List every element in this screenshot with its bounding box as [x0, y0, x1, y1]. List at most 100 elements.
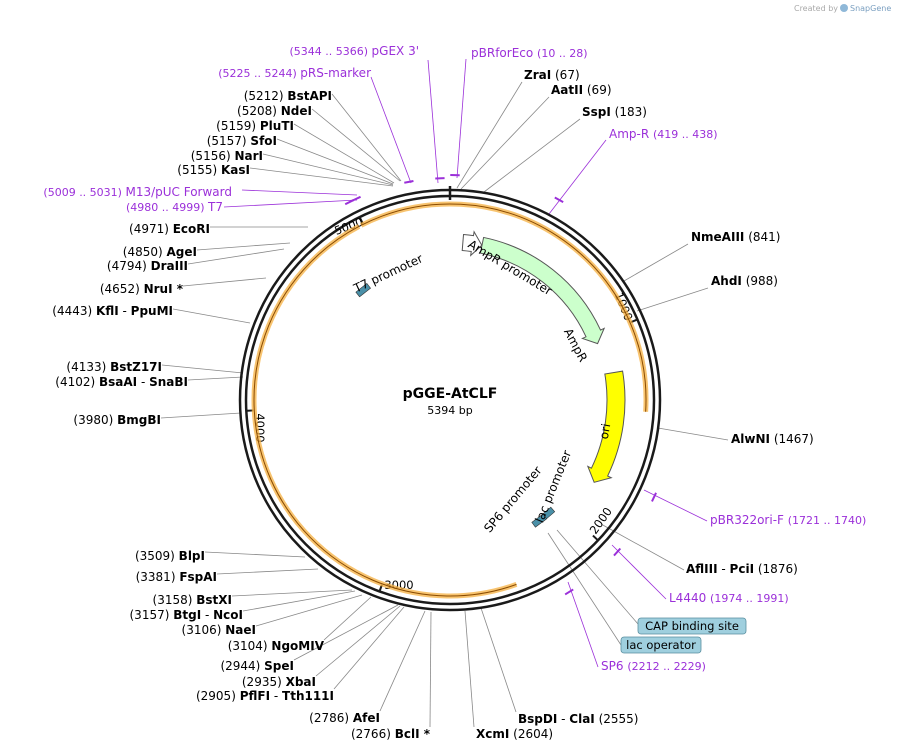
- enzyme-site-blpi[interactable]: (3509) BlpI: [135, 549, 205, 563]
- enzyme-label: (5157) SfoI: [207, 134, 277, 148]
- primer-leader: [611, 544, 667, 600]
- sp6-promoter-arrow[interactable]: [531, 513, 548, 528]
- enzyme-leader: [315, 605, 401, 677]
- enzyme-leader: [182, 277, 267, 287]
- primer-pgex3[interactable]: (5344 .. 5366) pGEX 3': [289, 44, 419, 58]
- credit-brand: SnapGene: [850, 4, 891, 13]
- enzyme-site-bmgbi[interactable]: (3980) BmgBI: [73, 413, 161, 427]
- primer-mark-4: [564, 588, 574, 596]
- primer-label: L4440 (1974 .. 1991): [669, 591, 789, 605]
- enzyme-label: (4133) BstZ17I: [66, 360, 162, 374]
- ori-label: ori: [597, 422, 613, 440]
- enzyme-site-btgi[interactable]: (3157) BtgI - NcoI: [130, 608, 244, 622]
- cap-leader: [556, 529, 639, 625]
- enzyme-leader: [231, 589, 353, 597]
- primer-t7[interactable]: (4980 .. 4999) T7: [126, 200, 223, 214]
- enzyme-site-fspai[interactable]: (3381) FspAI: [136, 570, 217, 584]
- primer-mark-1: [554, 196, 564, 203]
- enzyme-site-zrai[interactable]: ZraI (67): [524, 68, 580, 82]
- enzyme-site-afliii[interactable]: AflIII - PciI (1876): [686, 562, 798, 576]
- enzyme-site-bsaai[interactable]: (4102) BsaAI - SnaBI: [55, 375, 188, 389]
- enzyme-label: (5208) NdeI: [237, 104, 312, 118]
- enzyme-site-xbai[interactable]: (2935) XbaI: [242, 675, 316, 689]
- enzyme-site-ndei[interactable]: (5208) NdeI: [237, 104, 312, 118]
- enzyme-leader: [293, 604, 399, 661]
- primer-label: (5009 .. 5031) M13/pUC Forward: [43, 185, 232, 199]
- enzyme-site-nmeaiii[interactable]: NmeAIII (841): [691, 230, 780, 244]
- enzyme-site-bstxi[interactable]: (3158) BstXI: [153, 593, 232, 607]
- enzyme-leader: [311, 108, 401, 182]
- enzyme-site-bstz17i[interactable]: (4133) BstZ17I: [66, 360, 162, 374]
- enzyme-site-ahdi[interactable]: AhdI (988): [711, 274, 778, 288]
- primer-m13pucforward[interactable]: (5009 .. 5031) M13/pUC Forward: [43, 185, 232, 199]
- primer-sp6[interactable]: SP6 (2212 .. 2229): [601, 659, 706, 673]
- primer-leader: [427, 59, 439, 184]
- enzyme-site-sfoi[interactable]: (5157) SfoI: [207, 134, 277, 148]
- label-leader-lines: [160, 58, 729, 728]
- ori-arrow[interactable]: [586, 370, 626, 483]
- enzyme-site-draiii[interactable]: (4794) DraIII: [107, 259, 188, 273]
- enzyme-label: BspDI - ClaI (2555): [518, 712, 638, 726]
- enzyme-leader: [657, 427, 729, 441]
- enzyme-site-nari[interactable]: (5156) NarI: [191, 149, 263, 163]
- enzyme-leader: [480, 607, 517, 713]
- enzyme-leader: [429, 611, 432, 728]
- enzyme-label: (5159) PluTI: [216, 119, 294, 133]
- enzyme-site-bstapi[interactable]: (5212) BstAPI: [244, 89, 332, 103]
- enzyme-site-sspi[interactable]: SspI (183): [582, 105, 647, 119]
- enzyme-site-xcmi[interactable]: XcmI (2604): [476, 727, 553, 741]
- cap-binding-site-box[interactable]: CAP binding site: [637, 617, 747, 635]
- enzyme-site-kfli[interactable]: (4443) KflI - PpuMI: [52, 304, 173, 318]
- t7-promoter-arrow[interactable]: [355, 283, 371, 298]
- enzyme-leader: [161, 364, 244, 374]
- enzyme-site-pluti[interactable]: (5159) PluTI: [216, 119, 294, 133]
- primer-l4440[interactable]: L4440 (1974 .. 1991): [669, 591, 789, 605]
- enzyme-label: (5156) NarI: [191, 149, 263, 163]
- enzyme-site-kasi[interactable]: (5155) KasI: [177, 163, 250, 177]
- enzyme-site-spei[interactable]: (2944) SpeI: [220, 659, 294, 673]
- primer-pbrforeco[interactable]: pBRforEco (10 .. 28): [471, 46, 588, 60]
- enzyme-site-afei[interactable]: (2786) AfeI: [309, 711, 380, 725]
- site-labels: ZraI (67)AatII (69) SspI (183) NmeAIII (84…: [43, 44, 866, 741]
- primer-ampr[interactable]: Amp-R (419 .. 438): [609, 127, 718, 141]
- enzyme-label: (4794) DraIII: [107, 259, 188, 273]
- primer-leader: [456, 58, 467, 179]
- enzyme-label: (3106) NaeI: [182, 623, 256, 637]
- lac-operator-box[interactable]: lac operator: [620, 636, 702, 654]
- ampr-promoter-arrow[interactable]: [461, 230, 483, 257]
- enzyme-leader: [293, 123, 395, 184]
- enzyme-site-agei[interactable]: (4850) AgeI: [123, 245, 197, 259]
- lac-operator-label: lac operator: [626, 638, 696, 652]
- enzyme-leader: [636, 287, 709, 312]
- enzyme-leader: [242, 590, 356, 612]
- enzyme-site-aatii[interactable]: AatII (69): [551, 83, 612, 97]
- enzyme-label: (4102) BsaAI - SnaBI: [55, 375, 188, 389]
- enzyme-leader: [187, 376, 244, 381]
- primer-mark-2: [651, 492, 657, 502]
- ampr-arrow[interactable]: [479, 236, 606, 345]
- enzyme-site-pflfi[interactable]: (2905) PflFI - Tth111I: [196, 689, 334, 703]
- enzyme-site-bcli[interactable]: (2766) BclI *: [351, 727, 431, 741]
- cap-binding-site-label: CAP binding site: [645, 619, 739, 633]
- enzyme-site-ngomiv[interactable]: (3104) NgoMIV: [228, 639, 325, 653]
- primer-pbr322orif[interactable]: pBR322ori-F (1721 .. 1740): [710, 513, 866, 527]
- primer-prsmarker[interactable]: (5225 .. 5244) pRS-marker: [218, 66, 371, 80]
- primer-label: pBRforEco (10 .. 28): [471, 46, 588, 60]
- enzyme-site-naei[interactable]: (3106) NaeI: [182, 623, 256, 637]
- enzyme-site-bspdi[interactable]: BspDI - ClaI (2555): [518, 712, 638, 726]
- enzyme-site-ecori[interactable]: (4971) EcoRI: [129, 222, 210, 236]
- primer-leader: [241, 189, 358, 196]
- enzyme-label: (2935) XbaI: [242, 675, 316, 689]
- primer-label: (5344 .. 5366) pGEX 3': [289, 44, 419, 58]
- enzyme-site-nrui[interactable]: (4652) NruI *: [100, 282, 184, 296]
- enzyme-label: (3157) BtgI - NcoI: [130, 608, 244, 622]
- primer-leader: [567, 581, 599, 668]
- enzyme-site-alwni[interactable]: AlwNI (1467): [731, 432, 814, 446]
- enzyme-leader: [160, 412, 242, 419]
- tick-label-2000: 2000: [587, 505, 615, 537]
- enzyme-label: (3158) BstXI: [153, 593, 232, 607]
- enzyme-label: AlwNI (1467): [731, 432, 814, 446]
- primer-label: (5225 .. 5244) pRS-marker: [218, 66, 371, 80]
